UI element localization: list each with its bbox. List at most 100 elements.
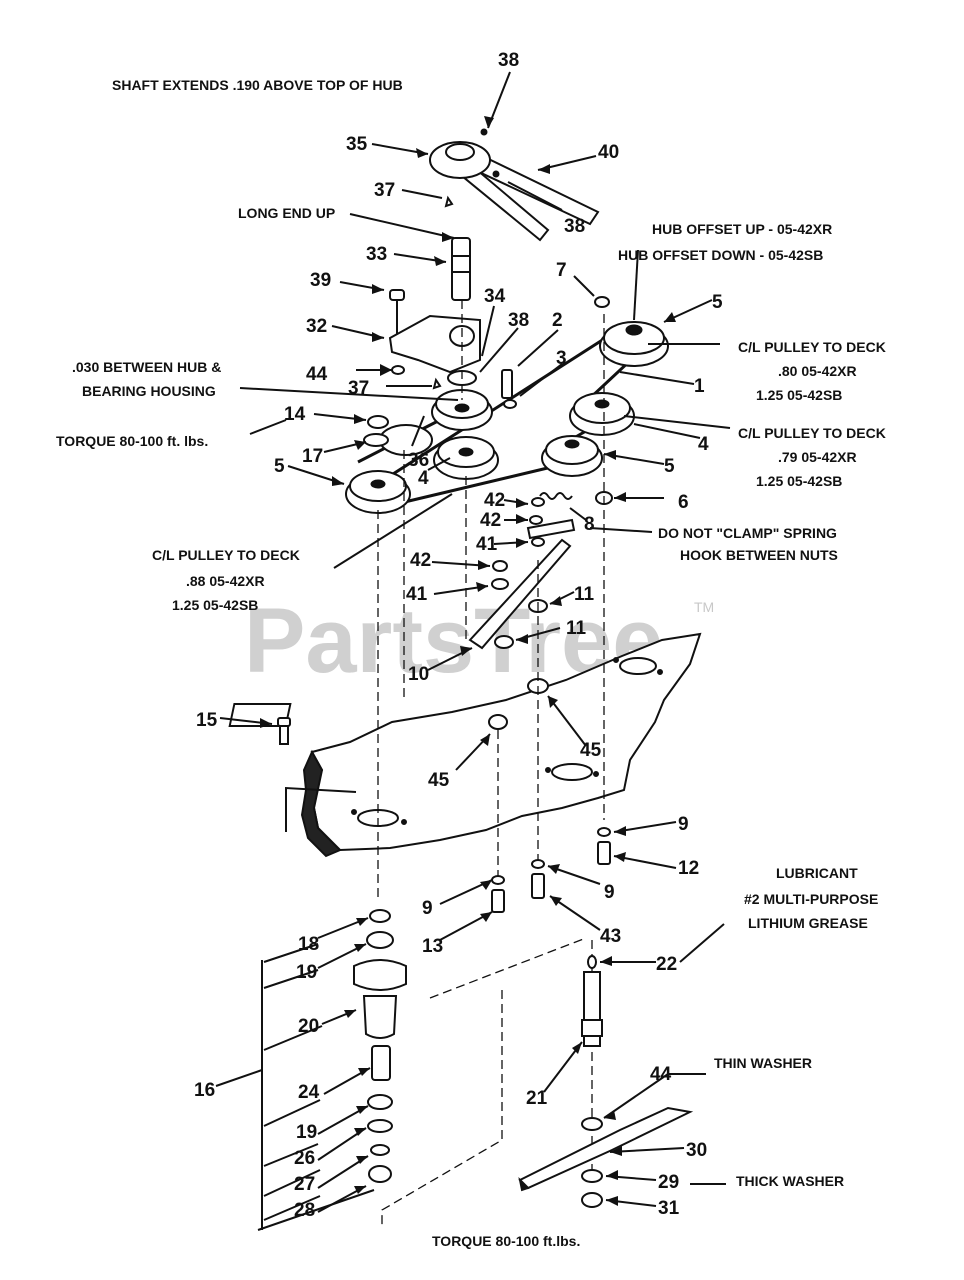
- callout-16: 16: [194, 1080, 215, 1101]
- callout-4: 4: [698, 434, 709, 455]
- callout-33: 33: [366, 244, 387, 265]
- callout-18: 18: [298, 934, 319, 955]
- note-torque-top: TORQUE 80-100 ft. lbs.: [56, 433, 208, 449]
- callout-11: 11: [566, 618, 587, 639]
- callout-5: 5: [664, 456, 675, 477]
- washer-17: [363, 433, 389, 447]
- callout-20: 20: [298, 1016, 319, 1037]
- arrowheads: [260, 116, 676, 1206]
- deck-plate: [228, 632, 702, 858]
- callout-1: 1: [694, 376, 705, 397]
- callout-43: 43: [600, 926, 621, 947]
- note-cl-pulley-3-xr: .88 05-42XR: [186, 573, 265, 589]
- callout-37: 37: [374, 180, 395, 201]
- spring-8: [539, 492, 573, 500]
- bolt-12: [597, 841, 611, 865]
- note-do-not-clamp-1: DO NOT "CLAMP" SPRING: [658, 525, 837, 541]
- pulley-right: [541, 435, 603, 477]
- note-lubricant-3: LITHIUM GREASE: [748, 915, 868, 931]
- washer-41a: [531, 537, 545, 547]
- washer-3: [503, 399, 517, 409]
- callout-5: 5: [712, 292, 723, 313]
- callout-45: 45: [428, 770, 450, 791]
- callout-7: 7: [556, 260, 567, 281]
- callout-32: 32: [306, 316, 327, 337]
- callout-2: 2: [552, 310, 563, 331]
- callout-28: 28: [294, 1200, 315, 1221]
- shaft-33: [451, 237, 471, 301]
- note-torque-bottom: TORQUE 80-100 ft.lbs.: [432, 1233, 580, 1249]
- callout-44: 44: [650, 1064, 672, 1085]
- callout-42: 42: [484, 490, 505, 511]
- callout-31: 31: [658, 1198, 680, 1219]
- callout-9: 9: [678, 814, 689, 835]
- washer-44-top: [391, 365, 405, 375]
- note-hub-offset-up: HUB OFFSET UP - 05-42XR: [652, 221, 832, 237]
- callout-9: 9: [422, 898, 433, 919]
- dashed-outline-lower: [381, 937, 587, 1225]
- callout-19: 19: [296, 1122, 317, 1143]
- callout-12: 12: [678, 858, 699, 879]
- callout-8: 8: [584, 514, 595, 535]
- callout-37: 37: [348, 378, 369, 399]
- callout-21: 21: [526, 1088, 548, 1109]
- callout-6: 6: [678, 492, 689, 513]
- callout-41: 41: [476, 534, 498, 555]
- washer-9-left: [491, 875, 505, 885]
- note-cl-pulley-3-title: C/L PULLEY TO DECK: [152, 547, 300, 563]
- nut-14: [367, 415, 389, 429]
- callout-45: 45: [580, 740, 602, 761]
- callout-38: 38: [498, 50, 519, 71]
- callout-44: 44: [306, 364, 328, 385]
- bolt-43: [531, 873, 545, 899]
- key-37-mid: [432, 377, 442, 390]
- spacer-45b: [488, 714, 508, 730]
- callout-5: 5: [274, 456, 285, 477]
- nut-42a: [531, 497, 545, 507]
- pulley-top-right: [599, 321, 669, 367]
- note-lubricant-1: LUBRICANT: [776, 865, 858, 881]
- bolt-2: [501, 369, 513, 399]
- blade-30: [518, 1106, 694, 1192]
- callout-34: 34: [484, 286, 506, 307]
- note-cl-pulley-1-xr: .80 05-42XR: [778, 363, 857, 379]
- notes: SHAFT EXTENDS .190 ABOVE TOP OF HUB LONG…: [56, 77, 886, 1249]
- callout-41: 41: [406, 584, 428, 605]
- pulley-center: [433, 436, 499, 480]
- callout-38: 38: [508, 310, 529, 331]
- note-do-not-clamp-2: HOOK BETWEEN NUTS: [680, 547, 838, 563]
- note-thin-washer: THIN WASHER: [714, 1055, 812, 1071]
- note-cl-pulley-1-title: C/L PULLEY TO DECK: [738, 339, 886, 355]
- callout-11: 11: [574, 584, 595, 605]
- note-thick-washer: THICK WASHER: [736, 1173, 844, 1189]
- note-long-end-up: LONG END UP: [238, 205, 335, 221]
- note-hub-offset-down: HUB OFFSET DOWN - 05-42SB: [618, 247, 823, 263]
- callout-10: 10: [408, 664, 429, 685]
- note-cl-pulley-2-xr: .79 05-42XR: [778, 449, 857, 465]
- callout-27: 27: [294, 1174, 315, 1195]
- blade-spindle-21: [581, 955, 603, 1047]
- washer-9-right: [597, 827, 611, 837]
- nut-7: [594, 296, 610, 308]
- bushing-11b: [494, 635, 514, 649]
- note-hub-gap-2: BEARING HOUSING: [82, 383, 216, 399]
- callout-29: 29: [658, 1172, 679, 1193]
- idler-arm-top: [429, 128, 600, 242]
- bolt-13: [491, 889, 505, 913]
- note-cl-pulley-1-sb: 1.25 05-42SB: [756, 387, 842, 403]
- note-hub-gap-1: .030 BETWEEN HUB &: [72, 359, 221, 375]
- pulley-left: [345, 470, 411, 514]
- callout-4: 4: [418, 468, 429, 489]
- washer-29-thick: [581, 1169, 603, 1183]
- idler-bracket-10: [468, 518, 576, 650]
- callout-24: 24: [298, 1082, 320, 1103]
- note-cl-pulley-2-title: C/L PULLEY TO DECK: [738, 425, 886, 441]
- washer-44-thin: [581, 1117, 603, 1131]
- note-cl-pulley-2-sb: 1.25 05-42SB: [756, 473, 842, 489]
- note-shaft-extends: SHAFT EXTENDS .190 ABOVE TOP OF HUB: [112, 77, 403, 93]
- nut-42c: [492, 560, 508, 572]
- note-cl-pulley-3-sb: 1.25 05-42SB: [172, 597, 258, 613]
- callout-19: 19: [296, 962, 317, 983]
- pulley-mid-right: [569, 392, 635, 436]
